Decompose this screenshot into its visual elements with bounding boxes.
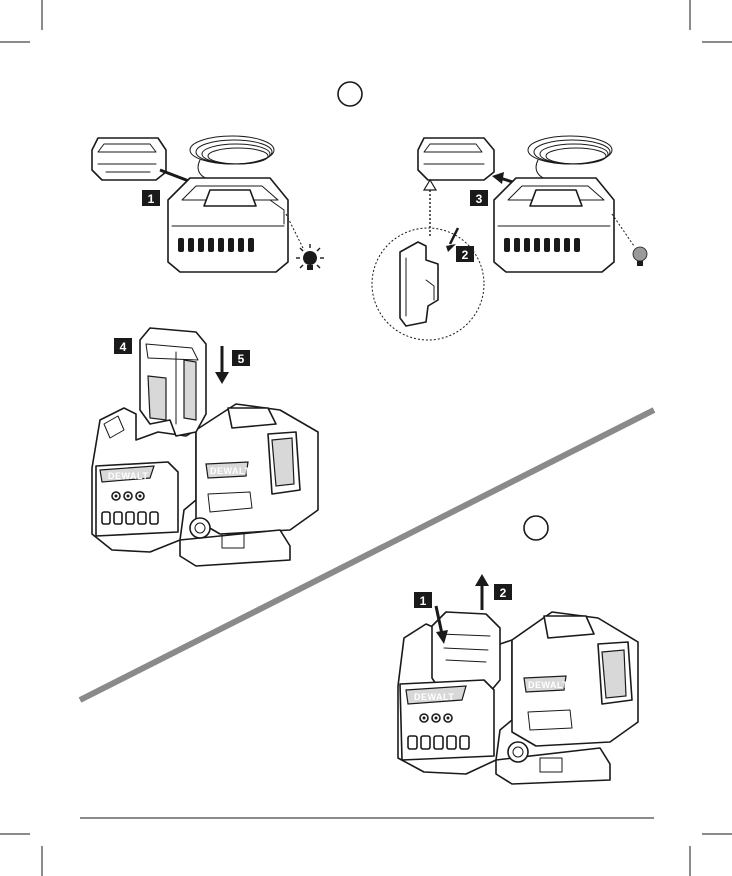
section-marker-a	[338, 82, 362, 106]
step-label-a1: 1	[142, 190, 160, 206]
step-label-b1: 1	[414, 592, 432, 608]
svg-text:5: 5	[238, 352, 245, 366]
svg-text:DEWALT: DEWALT	[414, 692, 454, 702]
svg-text:4: 4	[120, 340, 127, 354]
laser-level-icon: DEWALT DEWALT	[398, 612, 638, 784]
step-label-b2: 2	[494, 584, 512, 600]
panel-charger-insert: 1	[92, 136, 324, 272]
keypad-slots	[102, 512, 158, 524]
laser-level-icon: DEWALT DEWALT	[92, 404, 318, 566]
step-label-a4: 4	[114, 338, 132, 354]
svg-text:2: 2	[500, 586, 507, 600]
charger-icon	[494, 178, 614, 272]
indicator-lamp-on-icon	[286, 214, 324, 270]
step-label-a5: 5	[232, 350, 250, 366]
panel-laser-remove: DEWALT DEWALT	[398, 574, 638, 784]
panel-charger-remove: 3 2	[372, 136, 647, 340]
svg-text:DEWALT: DEWALT	[210, 466, 250, 476]
control-buttons	[112, 492, 144, 500]
indicator-lamp-off-icon	[612, 214, 647, 266]
svg-text:DEWALT: DEWALT	[528, 680, 568, 690]
lift-arrow-icon	[475, 574, 489, 610]
power-cord-icon	[528, 136, 612, 180]
panel-laser-install: DEWALT DEWALT	[92, 328, 318, 566]
svg-text:1: 1	[420, 594, 427, 608]
svg-text:3: 3	[476, 192, 483, 206]
battery-pack-icon	[418, 138, 494, 180]
latch-detail-zoom	[372, 228, 484, 340]
step-label-a3: 3	[470, 190, 488, 206]
battery-pack-icon	[92, 138, 166, 180]
down-arrow-icon	[215, 346, 229, 384]
battery-pack-icon	[140, 328, 206, 436]
svg-text:1: 1	[148, 192, 155, 206]
step-label-a2: 2	[456, 246, 474, 262]
brand-logo: DEWALT	[108, 471, 148, 481]
power-cord-icon	[190, 136, 274, 180]
section-marker-b	[524, 516, 548, 540]
charger-icon	[168, 178, 288, 272]
svg-text:2: 2	[462, 248, 469, 262]
